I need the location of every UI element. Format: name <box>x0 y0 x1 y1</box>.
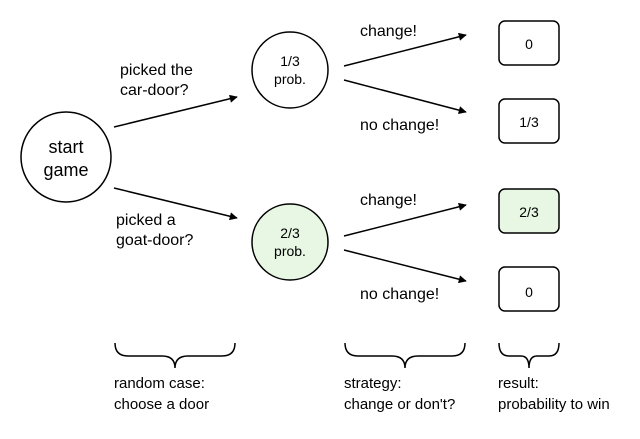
arrow-car-change <box>343 32 467 67</box>
result-box-goat-no-change: 0 <box>498 266 560 312</box>
result-box-car-change: 0 <box>498 20 560 66</box>
caption-random-case-line2: choose a door <box>114 396 209 413</box>
goat-probability-node: 2/3 prob. <box>251 203 329 281</box>
edge-label-car-line1: picked the <box>120 62 193 79</box>
goat-prob-label: prob. <box>274 243 306 259</box>
caption-strategy-line2: change or don't? <box>344 396 455 413</box>
arrow-start-to-car <box>113 94 238 128</box>
result-car-change-value: 0 <box>525 36 533 52</box>
edge-label-goat-no-change: no change! <box>360 286 439 303</box>
edge-label-goat-line2: goat-door? <box>116 232 193 249</box>
start-node-line1: start <box>48 137 83 157</box>
result-goat-change-value: 2/3 <box>519 204 539 220</box>
start-node: start game <box>20 111 112 203</box>
start-node-line2: game <box>43 160 88 180</box>
caption-random-case-line1: random case: <box>114 375 205 392</box>
edge-label-goat-change: change! <box>360 192 417 209</box>
car-prob-label: prob. <box>274 71 306 87</box>
brace-strategy <box>344 342 466 369</box>
caption-result-line2: probability to win <box>498 396 610 413</box>
edge-label-car-no-change: no change! <box>360 117 439 134</box>
arrow-car-no-change <box>343 79 467 115</box>
arrow-goat-no-change <box>343 249 467 284</box>
goat-prob-value: 2/3 <box>280 225 300 241</box>
edge-label-car-change: change! <box>360 23 417 40</box>
result-goat-no-change-value: 0 <box>525 284 533 300</box>
brace-random-case <box>114 342 236 369</box>
result-box-goat-change: 2/3 <box>498 188 560 234</box>
brace-result <box>498 342 560 369</box>
edge-label-goat-line1: picked a <box>116 212 176 229</box>
result-box-car-no-change: 1/3 <box>498 98 560 144</box>
arrow-start-to-goat <box>113 187 238 221</box>
car-probability-node: 1/3 prob. <box>251 31 329 109</box>
caption-strategy-line1: strategy: <box>344 375 402 392</box>
result-car-no-change-value: 1/3 <box>519 114 539 130</box>
arrow-goat-change <box>343 202 467 237</box>
caption-result-line1: result: <box>498 375 539 392</box>
edge-label-car-line2: car-door? <box>120 82 189 99</box>
car-prob-value: 1/3 <box>280 53 300 69</box>
